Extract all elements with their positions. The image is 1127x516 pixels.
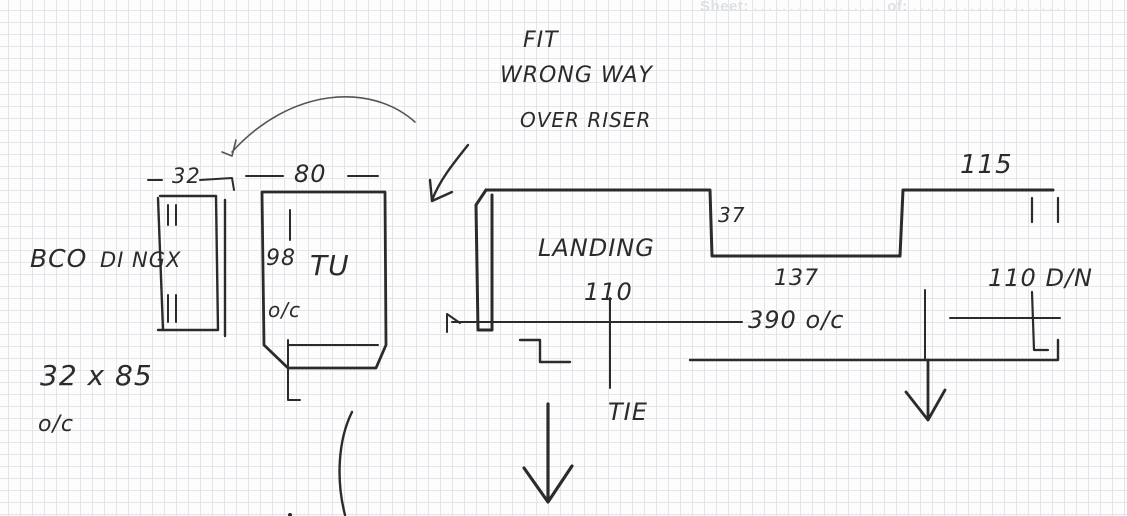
label-32x85: 32 x 85 — [40, 359, 153, 392]
down-arrow-tie — [522, 402, 574, 504]
label-tie: TIE — [608, 398, 648, 426]
note-fit: FIT — [523, 28, 559, 53]
left-arrowhead — [446, 313, 461, 333]
curved-transfer-arrow — [231, 96, 416, 153]
tread-inner — [287, 209, 379, 401]
down-arrow-right — [904, 358, 947, 422]
label-bco: BCO — [30, 244, 88, 273]
curved-arrow-head — [221, 139, 237, 157]
sheet-label: Sheet: — [700, 0, 749, 15]
label-oc-bottom: o/c — [38, 412, 74, 437]
label-dim-115: 115 — [960, 150, 1013, 180]
label-landing: LANDING — [538, 234, 655, 262]
landing-outline — [484, 188, 1055, 258]
label-dim-80: 80 — [294, 160, 327, 188]
step-bracket — [518, 338, 1060, 364]
right-ticks — [1030, 196, 1060, 352]
sheet-header: Sheet: .................. of: ..........… — [700, 0, 1071, 15]
label-ding: DI NGX — [100, 248, 182, 272]
tread-box — [260, 190, 388, 370]
label-dim-98: 98 — [266, 246, 296, 271]
label-dim-110-dn: 110 D/N — [988, 264, 1093, 292]
label-dim-32: 32 — [172, 164, 201, 188]
dim-line-32 — [147, 177, 235, 191]
stringer-outline — [156, 194, 227, 338]
note-wrong-way: WRONG WAY — [500, 63, 653, 88]
bottom-bracket — [338, 410, 354, 516]
label-oc-small: o/c — [268, 298, 301, 322]
note-over-riser: OVER RISER — [520, 108, 652, 132]
label-tu: TU — [310, 249, 350, 282]
of-label: of: — [887, 0, 908, 15]
stringer-ticks — [167, 204, 177, 323]
fit-pointer-arrowhead — [428, 178, 454, 203]
label-dim-110-center: 110 — [584, 278, 633, 306]
landing-left-edge — [474, 188, 494, 332]
fit-pointer-arrow — [430, 143, 470, 202]
label-dim-37: 37 — [718, 203, 746, 227]
label-dim-390: 390 o/c — [748, 306, 845, 334]
horizontal-center-line — [451, 317, 1061, 323]
label-dim-137: 137 — [774, 266, 819, 291]
pen-dot — [288, 513, 292, 516]
